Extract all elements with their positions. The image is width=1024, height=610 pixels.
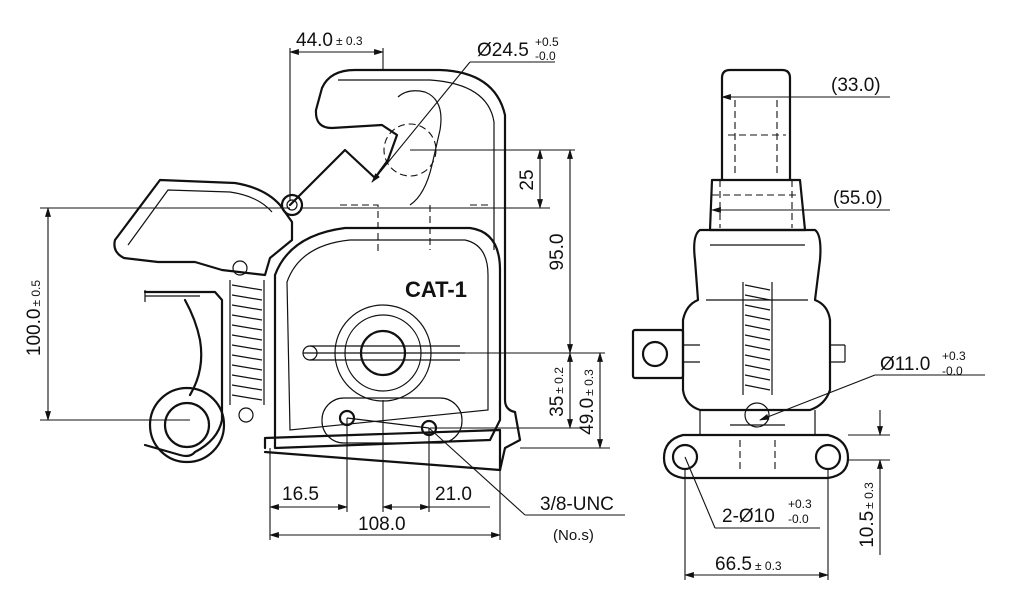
svg-text:+0.3: +0.3 (942, 349, 966, 363)
svg-text:44.0± 0.3: 44.0± 0.3 (296, 30, 363, 51)
svg-text:(No.s): (No.s) (553, 527, 594, 544)
svg-text:25: 25 (517, 169, 538, 190)
dim-25: 25 (300, 149, 575, 209)
lever-pivot-pin (280, 193, 304, 217)
dim-35: 35± 0.2 (430, 352, 580, 429)
svg-text:21.0: 21.0 (435, 484, 472, 505)
dim-hole-diameter: Ø24.5 +0.5 -0.0 (371, 35, 559, 183)
front-upper-block (708, 178, 807, 232)
front-view: (33.0) (55.0) Ø11.0 +0.3 -0.0 2-Ø10 +0.3… (631, 68, 985, 580)
front-base-hole-right (814, 443, 842, 471)
lever-arm (113, 178, 294, 277)
dim-55: (55.0) (711, 188, 890, 213)
dim-33: (33.0) (721, 75, 890, 100)
svg-text:+0.3: +0.3 (788, 497, 812, 511)
main-body-inner (286, 239, 489, 431)
svg-text:16.5: 16.5 (282, 484, 319, 505)
dim-100: 100.0± 0.5 (24, 207, 290, 421)
main-body (273, 226, 502, 450)
lever-arm-inner (127, 189, 273, 246)
pivot-shaft (303, 345, 465, 361)
dim-49: 49.0± 0.3 (520, 352, 610, 449)
body-hidden-top (340, 204, 490, 255)
svg-text:-0.0: -0.0 (535, 49, 556, 63)
svg-text:Ø11.0: Ø11.0 (880, 354, 930, 375)
front-top-tab (720, 68, 792, 182)
latch-plate (143, 290, 224, 458)
front-side-pin (631, 328, 685, 380)
svg-text:108.0: 108.0 (358, 514, 406, 535)
dim-bottom: 16.5 21.0 108.0 (269, 400, 501, 540)
latch-plate-side (183, 298, 203, 397)
svg-text:+0.5: +0.5 (535, 35, 559, 49)
main-body-base (263, 428, 502, 472)
svg-text:3/8-UNC: 3/8-UNC (540, 494, 614, 515)
svg-text:95.0: 95.0 (547, 234, 568, 271)
dim-11: Ø11.0 +0.3 -0.0 (759, 349, 985, 421)
cat-label: CAT-1 (405, 277, 467, 302)
front-spring (744, 284, 771, 391)
side-view: CAT-1 44.0± 0.3 Ø24.5 +0.5 -0.0 25 (24, 30, 625, 544)
dim-44: 44.0± 0.3 (289, 30, 384, 200)
svg-text:10.5± 0.3: 10.5± 0.3 (857, 482, 878, 548)
svg-text:100.0± 0.5: 100.0± 0.5 (24, 280, 45, 356)
dim-95: 95.0 (465, 149, 605, 354)
svg-text:-0.0: -0.0 (788, 512, 809, 526)
svg-text:49.0± 0.3: 49.0± 0.3 (577, 369, 598, 435)
svg-text:2-Ø10: 2-Ø10 (722, 506, 775, 527)
svg-text:66.5± 0.3: 66.5± 0.3 (715, 554, 782, 575)
hook-outline (288, 68, 522, 472)
svg-text:35± 0.2: 35± 0.2 (547, 367, 568, 417)
dim-10-5: 10.5± 0.3 (848, 410, 890, 555)
svg-text:(55.0): (55.0) (833, 188, 883, 209)
front-housing (681, 228, 832, 412)
front-pin-hole (641, 340, 669, 368)
svg-text:-0.0: -0.0 (942, 364, 963, 378)
front-base-hole-left (671, 443, 699, 471)
hook-inner (338, 79, 495, 250)
dim-2x10: 2-Ø10 +0.3 -0.0 (684, 456, 820, 529)
dim-66-5: 66.5± 0.3 (684, 470, 829, 580)
svg-text:Ø24.5: Ø24.5 (477, 40, 529, 61)
spring (231, 284, 263, 401)
shaft-end-cap (302, 345, 318, 361)
hook-slot (397, 90, 442, 206)
lever-pivot-pin-inner (286, 199, 298, 211)
svg-text:(33.0): (33.0) (831, 75, 881, 96)
latch-ring-outer (148, 386, 226, 464)
thread-callout: 3/8-UNC (No.s) (428, 427, 625, 544)
latch-ring-inner (163, 401, 211, 449)
lower-slot (321, 397, 463, 444)
